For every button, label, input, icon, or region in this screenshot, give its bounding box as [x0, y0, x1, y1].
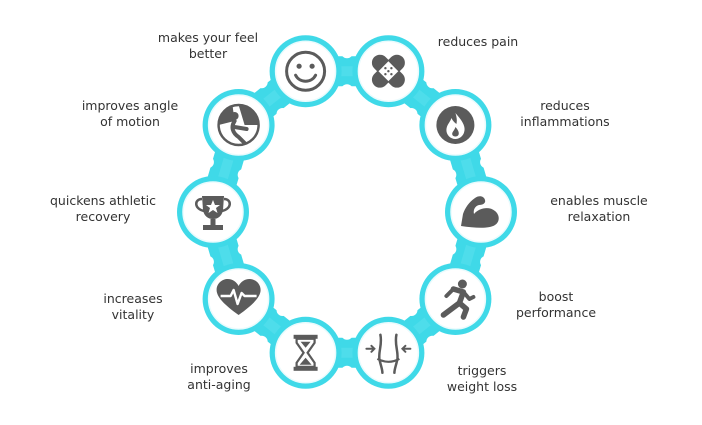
label-makes-you-feel-better: makes your feel better [157, 30, 259, 61]
stretching-figure-icon [217, 103, 260, 147]
node-triggers-weight-loss [352, 316, 425, 389]
hourglass-icon [293, 334, 318, 371]
node-enables-muscle-relaxation [445, 176, 517, 248]
node-disc [357, 322, 420, 384]
smiley-icon [285, 50, 327, 92]
label-boost-performance: boost performance [515, 289, 597, 320]
heartbeat-icon [216, 279, 261, 315]
label-quickens-athletic-recovery: quickens athletic recovery [50, 193, 156, 224]
label-improves-angle-of-motion: improves angle of motion [81, 98, 179, 129]
node-boost-performance [419, 263, 492, 335]
flame-icon [436, 106, 475, 144]
node-reduces-pain [352, 35, 425, 108]
label-reduces-pain: reduces pain [437, 34, 519, 49]
label-improves-anti-aging: improves anti-aging [187, 361, 251, 392]
node-disc [274, 322, 337, 384]
node-increases-vitality [202, 263, 275, 335]
label-reduces-inflammations: reduces inflammations [520, 98, 610, 129]
trophy-icon [195, 196, 231, 230]
node-improves-angle-of-motion [202, 89, 275, 161]
runner-icon [440, 279, 476, 320]
node-disc [424, 268, 487, 330]
node-disc [274, 40, 337, 102]
node-quickens-athletic-recovery [177, 176, 249, 248]
node-improves-anti-aging [269, 316, 342, 389]
waist-icon [365, 333, 412, 375]
ring-inner [201, 46, 493, 378]
label-triggers-weight-loss: triggers weight loss [446, 363, 518, 394]
node-makes-you-feel-better [269, 35, 342, 108]
node-reduces-inflammations [419, 89, 492, 161]
bandage-icon [371, 54, 405, 88]
flexed-arm-icon [461, 196, 499, 228]
label-increases-vitality: increases vitality [103, 291, 163, 322]
label-enables-muscle-relaxation: enables muscle relaxation [550, 193, 648, 224]
